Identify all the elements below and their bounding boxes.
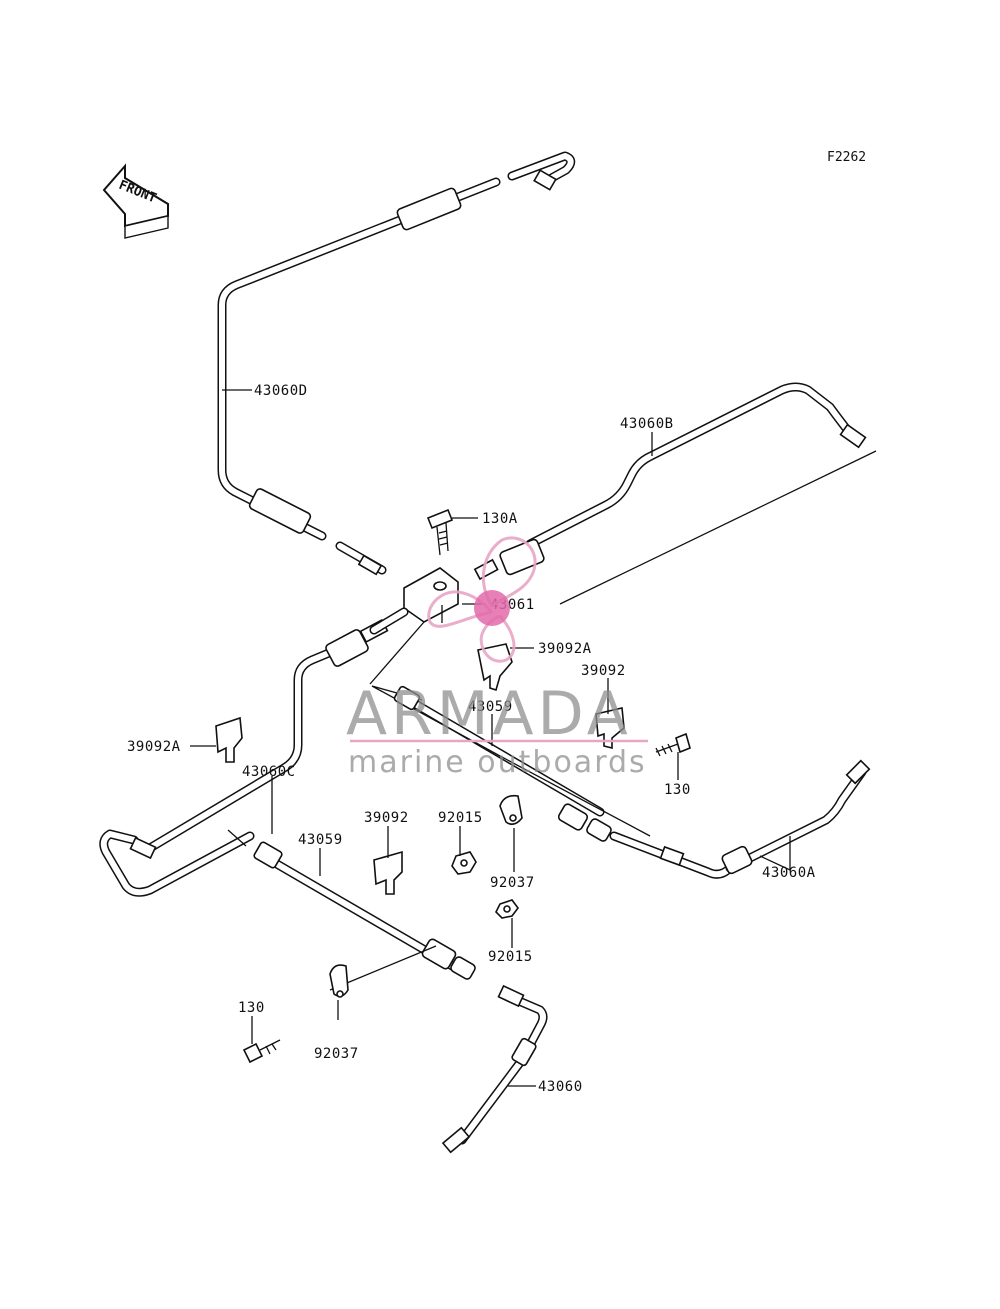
clamp-92037-bottom	[329, 964, 349, 998]
bolt-130-right	[655, 732, 691, 757]
label-130-right: 130	[664, 782, 691, 798]
clip-39092-mid	[373, 850, 403, 895]
label-92015-top: 92015	[438, 810, 483, 826]
watermark: ARMADA marine outboards	[346, 536, 648, 780]
label-92037-bottom: 92037	[314, 1046, 359, 1062]
label-39092a-left: 39092A	[127, 739, 181, 755]
label-43060a: 43060A	[762, 865, 816, 881]
clip-39092a-left	[215, 716, 243, 763]
brake-pipe-43060c	[99, 629, 369, 897]
label-130a: 130A	[482, 511, 518, 527]
label-43060d: 43060D	[254, 383, 308, 399]
nut-92015-bottom	[495, 899, 519, 919]
brake-pipe-43060d	[217, 151, 576, 576]
part-labels: 43060D 43060B 130A 43061 39092A 39092 43…	[127, 383, 816, 1095]
label-39092-top: 39092	[581, 663, 626, 679]
label-92037-top: 92037	[490, 875, 535, 891]
label-39092a-top: 39092A	[538, 641, 592, 657]
figure-ref: F2262	[827, 150, 866, 165]
label-39092-mid: 39092	[364, 810, 409, 826]
watermark-brand: ARMADA	[346, 679, 632, 749]
clip-39092-top	[595, 707, 625, 750]
propeller-hub-icon	[474, 590, 510, 626]
front-arrow-icon: FRONT	[102, 163, 169, 239]
label-92015-bottom: 92015	[488, 949, 533, 965]
leader-lines	[190, 389, 791, 1087]
watermark-tagline: marine outboards	[348, 745, 647, 780]
brake-hose-43059-lower	[227, 829, 476, 991]
junction-43061	[359, 508, 459, 685]
label-43060b: 43060B	[620, 416, 674, 432]
label-43060: 43060	[538, 1079, 583, 1095]
brake-pipe-43060	[441, 984, 548, 1154]
label-43059-bottom: 43059	[298, 832, 343, 848]
brake-pipe-43060b	[473, 382, 877, 605]
label-43059-top: 43059	[468, 699, 513, 715]
label-43060c: 43060C	[242, 764, 296, 780]
nut-92015-top	[451, 851, 477, 875]
label-130-left: 130	[238, 1000, 265, 1016]
brake-pipe-43060a	[659, 759, 871, 875]
bolt-130-left	[242, 1039, 281, 1064]
clamp-92037-top	[499, 794, 523, 826]
